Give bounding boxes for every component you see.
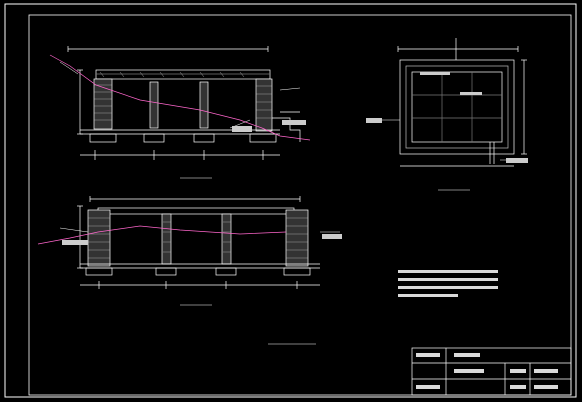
section-2-label-box-right (322, 234, 342, 239)
title-block (411, 347, 572, 396)
plan-view (397, 38, 527, 167)
section-view-2 (77, 196, 320, 289)
inner-frame (28, 14, 572, 396)
section-2-leaders (59, 227, 340, 233)
section-view-1 (67, 46, 301, 160)
notes-block (398, 270, 498, 297)
section-1-terrain (49, 54, 311, 141)
section-1-hatching (94, 71, 272, 121)
section-1-label-box-right (282, 120, 306, 125)
title-block-fills (416, 353, 558, 389)
outer-frame (4, 3, 577, 398)
plan-label-box-mid (460, 92, 482, 95)
section-2-hatching (88, 217, 308, 259)
plan-label-box-left (366, 118, 382, 123)
section-2-terrain (37, 225, 287, 245)
section-1-label-box (232, 126, 252, 132)
caption-underlines (180, 177, 470, 345)
plan-label-box-bottom (506, 158, 528, 163)
section-2-label-box (62, 240, 88, 245)
plan-label-box-top (420, 72, 450, 75)
